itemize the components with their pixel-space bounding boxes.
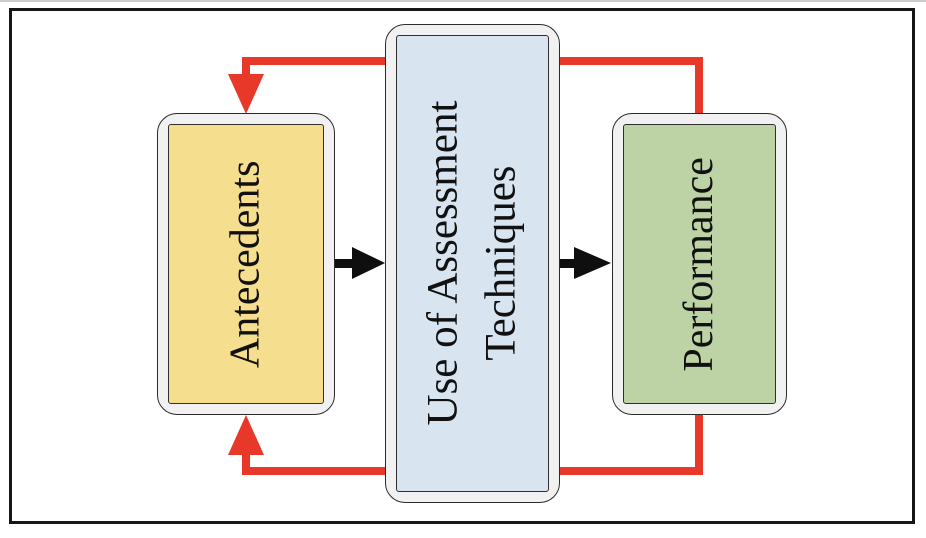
assessment-techniques-label: Use of Assessment Techniques [414, 101, 530, 426]
performance-box-inner: Performance [623, 124, 776, 404]
flow-arrow-2-arrowhead-right-icon [574, 247, 611, 279]
antecedents-label: Antecedents [222, 160, 269, 368]
antecedents-box: Antecedents [157, 113, 335, 415]
feedback-top-left-stem [242, 57, 250, 77]
assessment-label-line-1: Use of Assessment [419, 101, 467, 426]
flow-arrow-1-arrowhead-right-icon [352, 247, 385, 279]
flow-arrow-2-stem [560, 259, 575, 268]
antecedents-box-inner: Antecedents [168, 124, 324, 404]
performance-label: Performance [676, 156, 723, 372]
flow-arrow-1-stem [335, 259, 353, 268]
performance-box: Performance [612, 113, 787, 415]
feedback-bottom-arrowhead-up-icon [228, 415, 264, 455]
assessment-techniques-box: Use of Assessment Techniques [385, 24, 560, 503]
feedback-bottom-left-stem [242, 453, 250, 475]
page-top-edge-line [0, 0, 926, 2]
assessment-techniques-box-inner: Use of Assessment Techniques [396, 35, 549, 492]
feedback-bottom-right-vertical-line [695, 415, 703, 475]
feedback-top-arrowhead-down-icon [228, 74, 264, 114]
assessment-label-line-2: Techniques [477, 165, 525, 362]
feedback-top-right-vertical-line [695, 57, 703, 113]
